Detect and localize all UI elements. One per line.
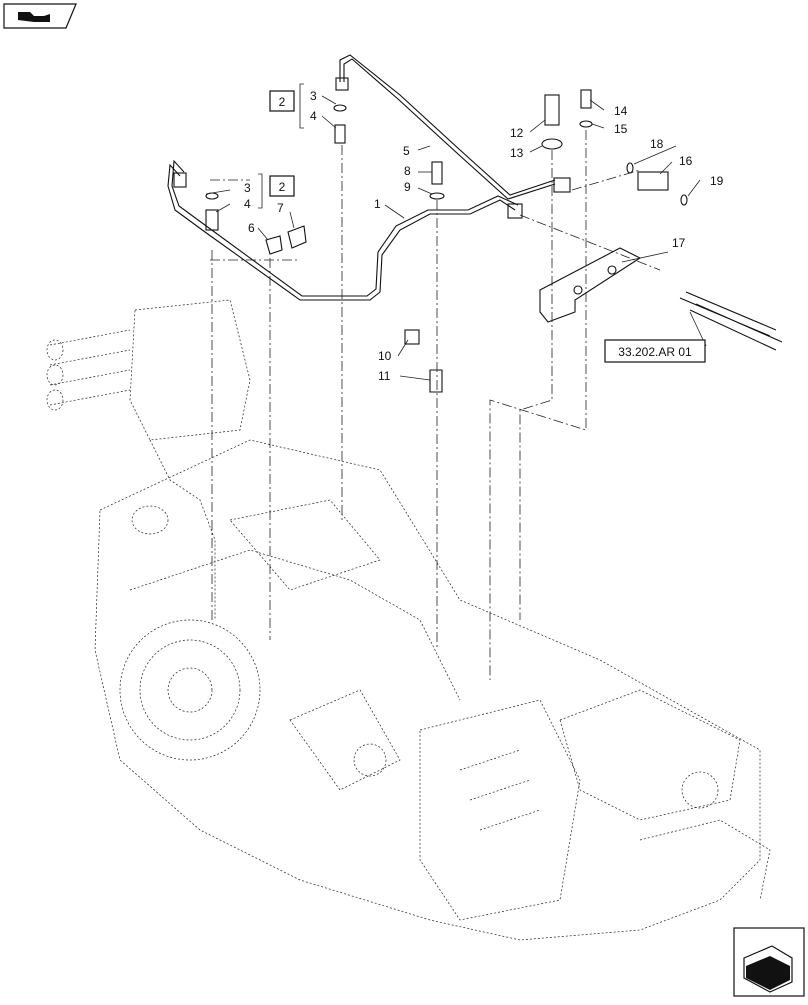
alignment-lines (210, 130, 661, 680)
tube-part-1 (167, 159, 523, 301)
boxed-callout-2-lower: 2 (258, 173, 295, 209)
callout-16: 16 (679, 154, 693, 168)
callout-4-lower: 4 (244, 197, 251, 211)
callout-11: 11 (378, 369, 391, 383)
callout-17: 17 (672, 236, 686, 250)
callout-15: 15 (614, 122, 628, 136)
callout-labels: 1 3 4 3 4 5 6 7 8 9 10 11 12 13 14 15 16… (244, 89, 724, 383)
callout-4-upper: 4 (310, 109, 317, 123)
callout-12: 12 (510, 126, 524, 140)
next-page-arrow-icon[interactable] (733, 927, 805, 997)
callout-5: 5 (403, 144, 410, 158)
callout-6: 6 (248, 221, 255, 235)
callout-10: 10 (378, 349, 392, 363)
tube-part-5 (335, 54, 571, 200)
callout-8: 8 (404, 164, 411, 178)
book-open-icon[interactable] (3, 3, 77, 29)
callout-2b-label: 2 (279, 180, 286, 194)
callout-19: 19 (710, 174, 724, 188)
reference-box[interactable]: 33.202.AR 01 (604, 339, 706, 363)
leader-lines (205, 95, 707, 381)
callout-18: 18 (650, 137, 664, 151)
callout-1: 1 (374, 197, 381, 211)
callout-9: 9 (404, 180, 411, 194)
callout-2-label: 2 (279, 95, 286, 109)
fitting-parts (205, 89, 783, 393)
callout-13: 13 (510, 146, 524, 160)
callout-7: 7 (277, 201, 284, 215)
callout-14: 14 (614, 104, 628, 118)
callout-3-upper: 3 (310, 89, 317, 103)
callout-3-lower: 3 (244, 181, 251, 195)
boxed-callout-2-upper: 2 (269, 83, 304, 129)
reference-label: 33.202.AR 01 (618, 345, 692, 359)
transmission-housing (46, 299, 771, 941)
